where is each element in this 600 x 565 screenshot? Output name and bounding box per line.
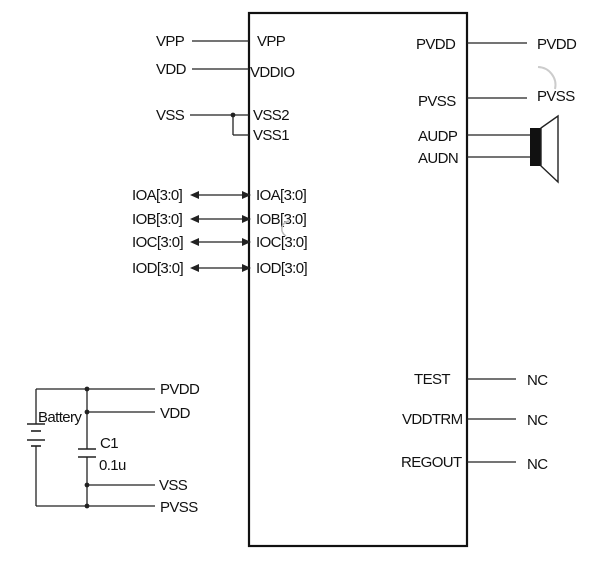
power-label-pvdd: PVDD xyxy=(160,381,200,398)
pin-label-ioa: IOA[3:0] xyxy=(256,187,307,204)
pin-label-vpp: VPP xyxy=(257,33,286,50)
net-label-nc-vddtrm: NC xyxy=(527,412,548,429)
capacitor-value-label: 0.1u xyxy=(99,457,126,474)
net-label-vpp: VPP xyxy=(156,33,185,50)
net-label-vdd: VDD xyxy=(156,61,187,78)
pin-label-vddtrm: VDDTRM xyxy=(402,411,463,428)
right-wires xyxy=(467,42,530,463)
net-label-nc-test: NC xyxy=(527,372,548,389)
power-junction-dots xyxy=(84,386,90,509)
pin-label-regout: REGOUT xyxy=(401,454,462,471)
pin-label-iod: IOD[3:0] xyxy=(256,260,307,277)
battery-label: Battery xyxy=(38,409,82,426)
net-label-ioc: IOC[3:0] xyxy=(132,234,183,251)
speaker-icon xyxy=(530,114,559,184)
pin-label-vss2: VSS2 xyxy=(253,107,289,124)
power-label-pvss: PVSS xyxy=(160,499,198,516)
power-circuit-wires xyxy=(35,388,155,507)
pin-label-pvdd: PVDD xyxy=(416,36,456,53)
pin-label-audn: AUDN xyxy=(418,150,458,167)
decorative-arc xyxy=(281,220,290,237)
ic-chip-body xyxy=(247,11,469,548)
power-label-vss: VSS xyxy=(159,477,188,494)
net-label-iob: IOB[3:0] xyxy=(132,211,183,228)
net-label-pvdd: PVDD xyxy=(537,36,577,53)
decorative-arc-pvss xyxy=(537,66,557,90)
net-label-iod: IOD[3:0] xyxy=(132,260,183,277)
io-arrowheads xyxy=(190,191,251,272)
net-label-pvss: PVSS xyxy=(537,88,575,105)
capacitor-name-label: C1 xyxy=(100,435,118,452)
battery-icon xyxy=(27,423,45,452)
vss-junction-dot xyxy=(230,112,236,118)
power-label-vdd: VDD xyxy=(160,405,191,422)
pin-label-vddio: VDDIO xyxy=(250,64,295,81)
capacitor-icon xyxy=(78,448,96,458)
pin-label-audp: AUDP xyxy=(418,128,458,145)
pin-label-test: TEST xyxy=(414,371,450,388)
pin-label-pvss: PVSS xyxy=(418,93,456,110)
left-wires xyxy=(190,40,249,269)
pin-label-ioc: IOC[3:0] xyxy=(256,234,307,251)
net-label-vss: VSS xyxy=(156,107,185,124)
net-label-ioa: IOA[3:0] xyxy=(132,187,183,204)
pin-label-vss1: VSS1 xyxy=(253,127,289,144)
pin-label-iob: IOB[3:0] xyxy=(256,211,307,228)
net-label-nc-regout: NC xyxy=(527,456,548,473)
